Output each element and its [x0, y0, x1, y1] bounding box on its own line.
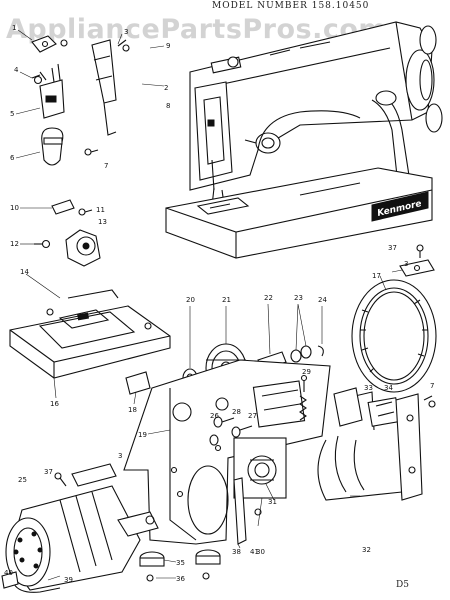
callout-5: 5 — [10, 110, 14, 118]
callout-16: 16 — [50, 400, 59, 408]
callout-19: 19 — [138, 431, 147, 439]
callout-29: 29 — [302, 368, 311, 376]
callout-3-top: 3 — [124, 28, 128, 36]
sewing-machine-head — [189, 21, 443, 209]
callout-28: 28 — [232, 408, 241, 416]
callout-1: 1 — [12, 24, 16, 32]
callout-14: 14 — [20, 268, 29, 276]
model-number-header: MODEL NUMBER 158.10450 — [212, 1, 370, 11]
callout-7-right: 7 — [430, 382, 434, 390]
callout-8: 8 — [166, 102, 170, 110]
page-code: D5 — [396, 580, 409, 590]
callout-34: 34 — [384, 384, 393, 392]
callout-26: 26 — [210, 412, 219, 420]
drive-belt — [351, 279, 437, 393]
bed-plate-assembly — [9, 289, 171, 379]
callout-12: 12 — [10, 240, 19, 248]
callout-36: 36 — [176, 575, 185, 583]
callout-17: 17 — [372, 272, 381, 280]
callout-4: 4 — [14, 66, 19, 74]
sewing-machine-bed: Kenmore — [165, 167, 433, 259]
belt-guard-small-parts — [399, 244, 435, 277]
callout-numbers: 1 2 3 4 5 6 7 8 9 10 11 12 13 14 16 17 1… — [4, 24, 434, 584]
switch-wiring-assembly — [317, 387, 436, 501]
callout-3-left: 3 — [118, 452, 122, 460]
callout-9: 9 — [166, 42, 170, 50]
callout-7: 7 — [104, 162, 108, 170]
callout-35: 35 — [176, 559, 185, 567]
callout-11: 11 — [96, 206, 105, 214]
callout-20: 20 — [186, 296, 195, 304]
rubber-feet — [139, 549, 221, 582]
callout-6: 6 — [10, 154, 15, 162]
callout-23: 23 — [294, 294, 303, 302]
callout-38: 38 — [232, 548, 241, 556]
callout-27: 27 — [248, 412, 257, 420]
callout-24: 24 — [318, 296, 327, 304]
callout-18: 18 — [128, 406, 137, 414]
callout-37-left: 37 — [44, 468, 53, 476]
callout-13: 13 — [98, 218, 107, 226]
callout-37-right: 37 — [388, 244, 397, 252]
callout-40: 40 — [4, 569, 13, 577]
callout-30: 30 — [256, 548, 265, 556]
leader-lines — [15, 29, 403, 581]
callout-41: 41 — [250, 548, 259, 556]
callout-25: 25 — [18, 476, 27, 484]
callout-39: 39 — [64, 576, 73, 584]
motor-assembly — [1, 463, 159, 593]
motor-bracket-frame — [123, 359, 331, 545]
left-column-parts — [31, 35, 130, 267]
callout-31: 31 — [268, 498, 277, 506]
callout-32: 32 — [362, 546, 371, 554]
callout-21: 21 — [222, 296, 231, 304]
callout-22: 22 — [264, 294, 273, 302]
callout-33: 33 — [364, 384, 373, 392]
callout-10: 10 — [10, 204, 19, 212]
callout-3-right: 3 — [404, 260, 408, 268]
callout-2: 2 — [164, 84, 168, 92]
